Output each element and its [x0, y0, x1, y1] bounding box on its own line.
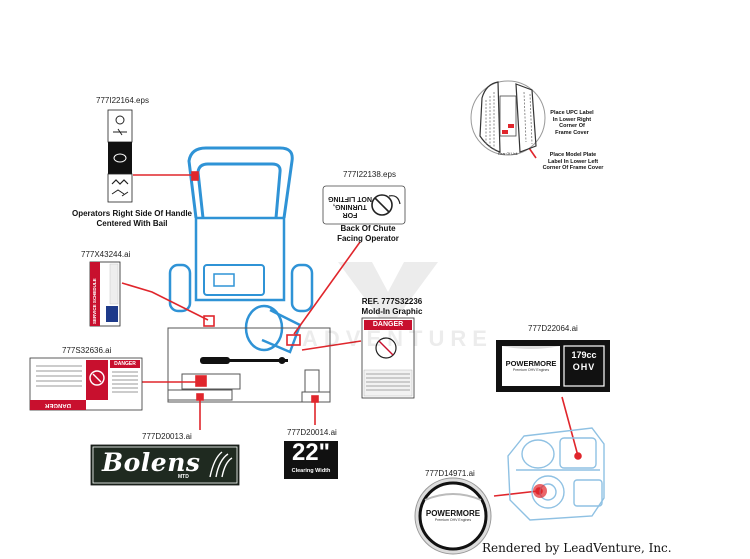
caption-rear-of-unit: Rear Of Unit — [498, 152, 518, 156]
caption-handle-placement: Operators Right Side Of Handle Centered … — [52, 209, 212, 229]
caption-line: Centered With Bail — [96, 219, 168, 228]
powermore-wordmark: POWERMORE — [505, 359, 557, 368]
danger-auger-text: DANGER — [114, 361, 136, 367]
part-number-777i22164[interactable]: 777I22164.eps — [96, 96, 149, 105]
caption-line: Place Model Plate — [549, 152, 597, 158]
decal-mold-in-danger — [361, 317, 415, 399]
watermark-text: ADVENTURE — [302, 326, 493, 351]
clearing-width-text: Clearing Width — [291, 468, 331, 474]
caption-line: Back Of Chute — [340, 224, 396, 233]
decal-line: FOR TURNING, — [333, 203, 367, 218]
caption-upc-label: Place UPC Label In Lower Right Corner Of… — [530, 110, 614, 136]
decal-line: NOT LIFTING — [328, 195, 372, 202]
mold-in-danger-text: DANGER — [372, 321, 404, 328]
caption-line: Mold-In Graphic — [361, 307, 423, 316]
part-number-777d20013[interactable]: 777D20013.ai — [142, 432, 192, 441]
caption-line: Corner Of Frame Cover — [542, 165, 604, 171]
danger-auger-text-flipped: DANGER — [45, 402, 72, 408]
ohv-text: OHV — [572, 362, 596, 372]
part-number-777d20014[interactable]: 777D20014.ai — [287, 428, 337, 437]
caption-line: Label In Lower Left — [547, 158, 599, 165]
chute-decal-text: FOR TURNING, NOT LIFTING — [326, 194, 374, 218]
part-number-777i22138[interactable]: 777I22138.eps — [343, 170, 396, 179]
mtd-mark: MTD — [178, 474, 189, 480]
powermore-round-wordmark: POWERMORE — [425, 509, 481, 518]
decal-danger-auger — [29, 357, 143, 411]
decal-powermore-round — [414, 477, 492, 555]
caption-model-plate: Place Model Plate Label In Lower Left Co… — [528, 152, 618, 172]
caption-chute-placement: Back Of Chute Facing Operator — [318, 224, 418, 244]
caption-mold-in-ref: REF. 777S32236 Mold-In Graphic — [346, 297, 438, 317]
engine-sketch — [507, 427, 605, 521]
leadventure-watermark — [338, 262, 438, 330]
powermore-tagline: Premium OHV Engines — [512, 368, 550, 372]
caption-line: REF. 777S32236 — [361, 297, 423, 306]
shaft-graphic — [200, 357, 288, 364]
decal-powermore-179cc — [496, 340, 610, 392]
caption-line: Corner Of — [559, 123, 585, 129]
clearing-width-number: 22" — [291, 439, 331, 466]
part-number-777x43244[interactable]: 777X43244.ai — [81, 250, 131, 259]
bolens-wordmark: Bolens — [102, 448, 201, 477]
caption-line: Facing Operator — [337, 234, 399, 243]
rendered-by-footer: Rendered by LeadVenture, Inc. — [482, 541, 672, 555]
caption-line: Frame Cover — [555, 129, 589, 136]
part-number-777s32636[interactable]: 777S32636.ai — [62, 346, 112, 355]
caption-line: Operators Right Side Of Handle — [71, 209, 192, 218]
decal-service-schedule — [89, 261, 121, 327]
decal-chute — [322, 185, 406, 225]
engine-pulley — [533, 484, 547, 498]
decal-bolens-logo — [90, 444, 240, 486]
rear-view-circle — [470, 80, 546, 156]
part-number-777d22064[interactable]: 777D22064.ai — [528, 324, 578, 333]
service-schedule-text: SERVICE SCHEDULE — [92, 278, 97, 324]
decal-handle-controls — [107, 109, 133, 203]
part-number-777d14971[interactable]: 777D14971.ai — [425, 469, 475, 478]
caption-line: Place UPC Label — [550, 110, 594, 116]
displacement-text: 179cc — [571, 350, 597, 360]
powermore-round-tagline: Premium OHV Engines — [434, 518, 472, 522]
decal-clearing-width — [284, 441, 338, 479]
caption-line: In Lower Right — [552, 116, 592, 123]
